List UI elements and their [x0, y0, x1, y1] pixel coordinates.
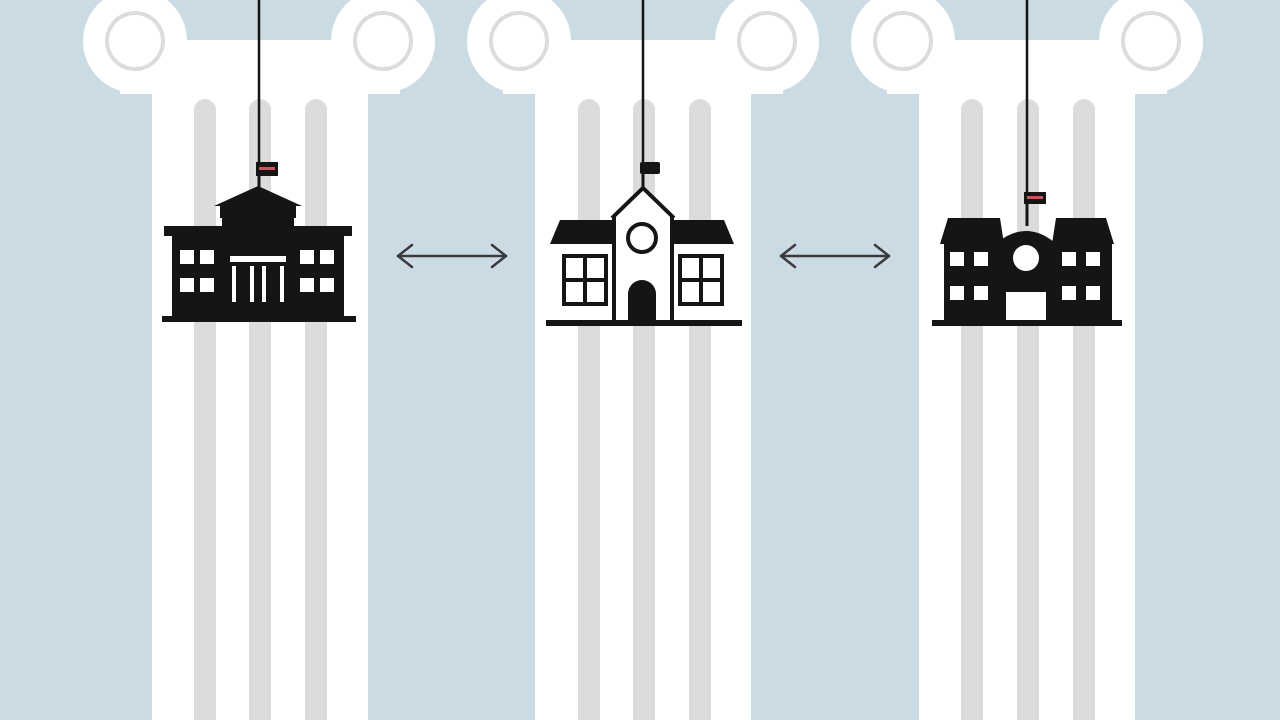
schoolhouse-icon [546, 162, 742, 326]
double-arrow-icon [396, 243, 508, 269]
double-arrow-icon [779, 243, 891, 269]
government-building-icon [162, 162, 356, 322]
townhall-icon [932, 192, 1122, 326]
